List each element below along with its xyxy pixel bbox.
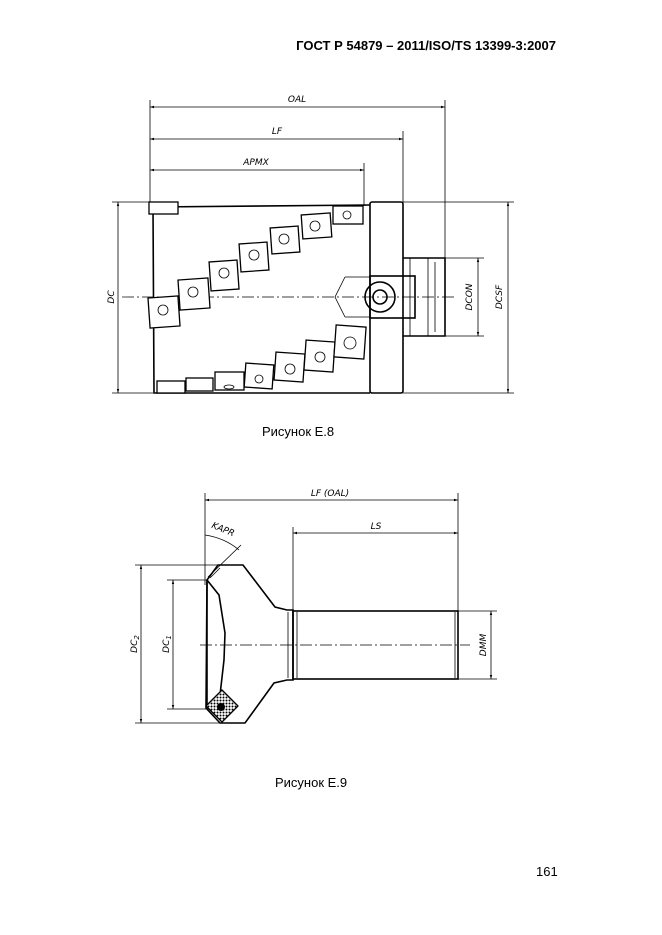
insert-row-lower <box>156 324 367 394</box>
dim-label-dcon: DCON <box>465 283 475 310</box>
figure-e8-drawing: OAL LF APMX <box>107 95 514 394</box>
dim-label-dc: DC <box>107 290 117 304</box>
dim-label-dc1: DC1 <box>162 635 173 653</box>
dim-label-oal: OAL <box>288 95 306 105</box>
document-header: ГОСТ Р 54879 – 2011/ISO/TS 13399-3:2007 <box>296 38 556 53</box>
figure-e9-caption: Рисунок Е.9 <box>275 775 348 790</box>
insert-row-upper <box>147 205 364 329</box>
page-number: 161 <box>536 864 558 879</box>
figure-e8-caption: Рисунок Е.8 <box>262 424 335 439</box>
dim-label-dmm: DMM <box>479 634 489 657</box>
dim-label-lf-oal: LF (OAL) <box>311 489 349 499</box>
dc2-subscript: 2 <box>133 635 141 640</box>
dc1-text: DC <box>162 639 172 653</box>
dim-label-lf: LF <box>272 127 283 137</box>
dim-label-apmx: APMX <box>242 158 269 168</box>
dim-label-dc2: DC2 <box>130 635 141 653</box>
figure-e9-drawing: LF (OAL) LS KAPR DC2 DC1 DMM <box>130 489 497 724</box>
dc1-subscript: 1 <box>165 635 173 639</box>
insert-hatched <box>205 689 239 723</box>
dim-label-dcsf: DCSF <box>495 284 505 309</box>
dim-label-ls: LS <box>371 522 382 532</box>
dc2-text: DC <box>130 639 140 653</box>
